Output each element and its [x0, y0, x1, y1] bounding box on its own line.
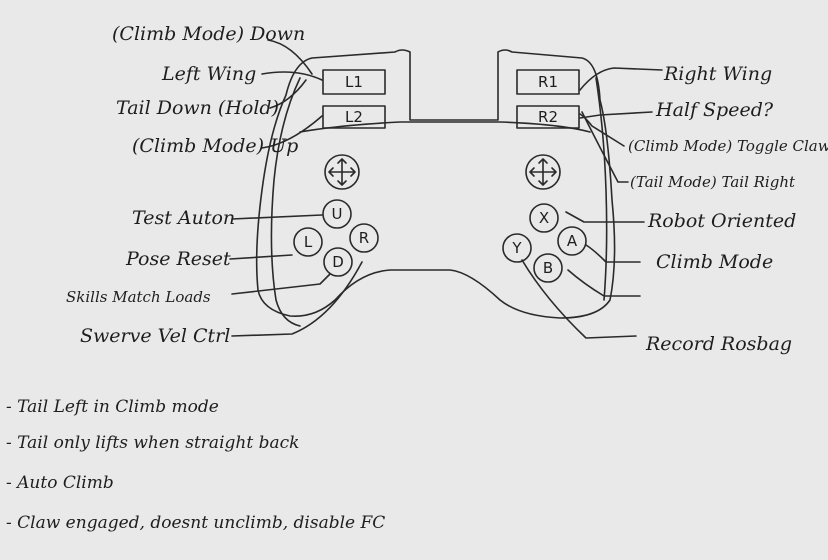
left-joystick[interactable] — [324, 154, 360, 190]
d-label: D — [332, 253, 344, 271]
label-pose-reset: Pose Reset — [125, 248, 231, 270]
r1-button[interactable] — [516, 69, 580, 95]
label-climb-mode: Climb Mode — [656, 251, 773, 273]
y-button[interactable] — [502, 233, 532, 263]
label-toggle-claw: (Climb Mode) Toggle Claw — [628, 137, 828, 155]
b-label: B — [543, 259, 553, 277]
leader-pose-reset — [229, 254, 293, 260]
leader-half-speed — [579, 111, 653, 119]
d-button[interactable] — [323, 247, 353, 277]
x-label: X — [539, 209, 549, 227]
r2-label: R2 — [538, 108, 558, 126]
label-swerve-vel-ctrl: Swerve Vel Ctrl — [80, 325, 230, 347]
label-tail-down: Tail Down (Hold) — [116, 97, 279, 119]
label-robot-oriented: Robot Oriented — [647, 210, 796, 232]
u-button[interactable] — [322, 199, 352, 229]
label-climb-up: (Climb Mode) Up — [132, 135, 298, 157]
controller-outline — [255, 49, 616, 319]
right-grip-inner-line — [595, 77, 608, 301]
leader-left-wing — [261, 71, 323, 81]
label-climb-down: (Climb Mode) Down — [112, 23, 305, 45]
l1-label: L1 — [345, 73, 363, 91]
label-right-wing: Right Wing — [663, 63, 772, 85]
l2-button[interactable] — [322, 105, 386, 129]
leader-climb-up — [261, 115, 323, 149]
label-test-auton: Test Auton — [132, 207, 235, 229]
leader-tail-down — [269, 79, 307, 109]
label-half-speed: Half Speed? — [655, 99, 774, 121]
note-2: - Tail only lifts when straight back — [6, 433, 299, 453]
label-left-wing: Left Wing — [161, 63, 256, 85]
y-label: Y — [511, 239, 522, 257]
label-record-rosbag: Record Rosbag — [645, 333, 792, 355]
leader-right-wing — [579, 67, 663, 91]
b-button[interactable] — [533, 253, 563, 283]
note-1: - Tail Left in Climb mode — [6, 397, 219, 417]
a-label: A — [567, 232, 578, 250]
x-button[interactable] — [529, 203, 559, 233]
r2-button[interactable] — [516, 105, 580, 129]
leader-robot-oriented — [565, 211, 645, 223]
r-button[interactable] — [349, 223, 379, 253]
l1-button[interactable] — [322, 69, 386, 95]
l-button[interactable] — [293, 227, 323, 257]
label-skills-match-loads: Skills Match Loads — [66, 288, 211, 306]
note-3: - Auto Climb — [6, 473, 114, 493]
leader-climb-mode — [585, 244, 641, 263]
leader-b-button — [567, 269, 641, 297]
note-4: - Claw engaged, doesnt unclimb, disable … — [6, 513, 385, 533]
right-joystick[interactable] — [525, 154, 561, 190]
leader-record-rosbag — [521, 259, 637, 339]
r1-label: R1 — [538, 73, 558, 91]
leader-climb-down — [267, 39, 313, 75]
a-button[interactable] — [557, 226, 587, 256]
left-grip-inner-line — [270, 77, 301, 327]
r-label: R — [359, 229, 369, 247]
leader-tail-right — [581, 111, 629, 183]
u-label: U — [332, 205, 343, 223]
l2-label: L2 — [345, 108, 363, 126]
leader-test-auton — [231, 214, 323, 220]
leader-swerve-vel-ctrl — [231, 261, 363, 337]
l-label: L — [304, 233, 313, 251]
label-tail-right: (Tail Mode) Tail Right — [630, 173, 796, 191]
leader-skills-match-loads — [231, 273, 331, 295]
